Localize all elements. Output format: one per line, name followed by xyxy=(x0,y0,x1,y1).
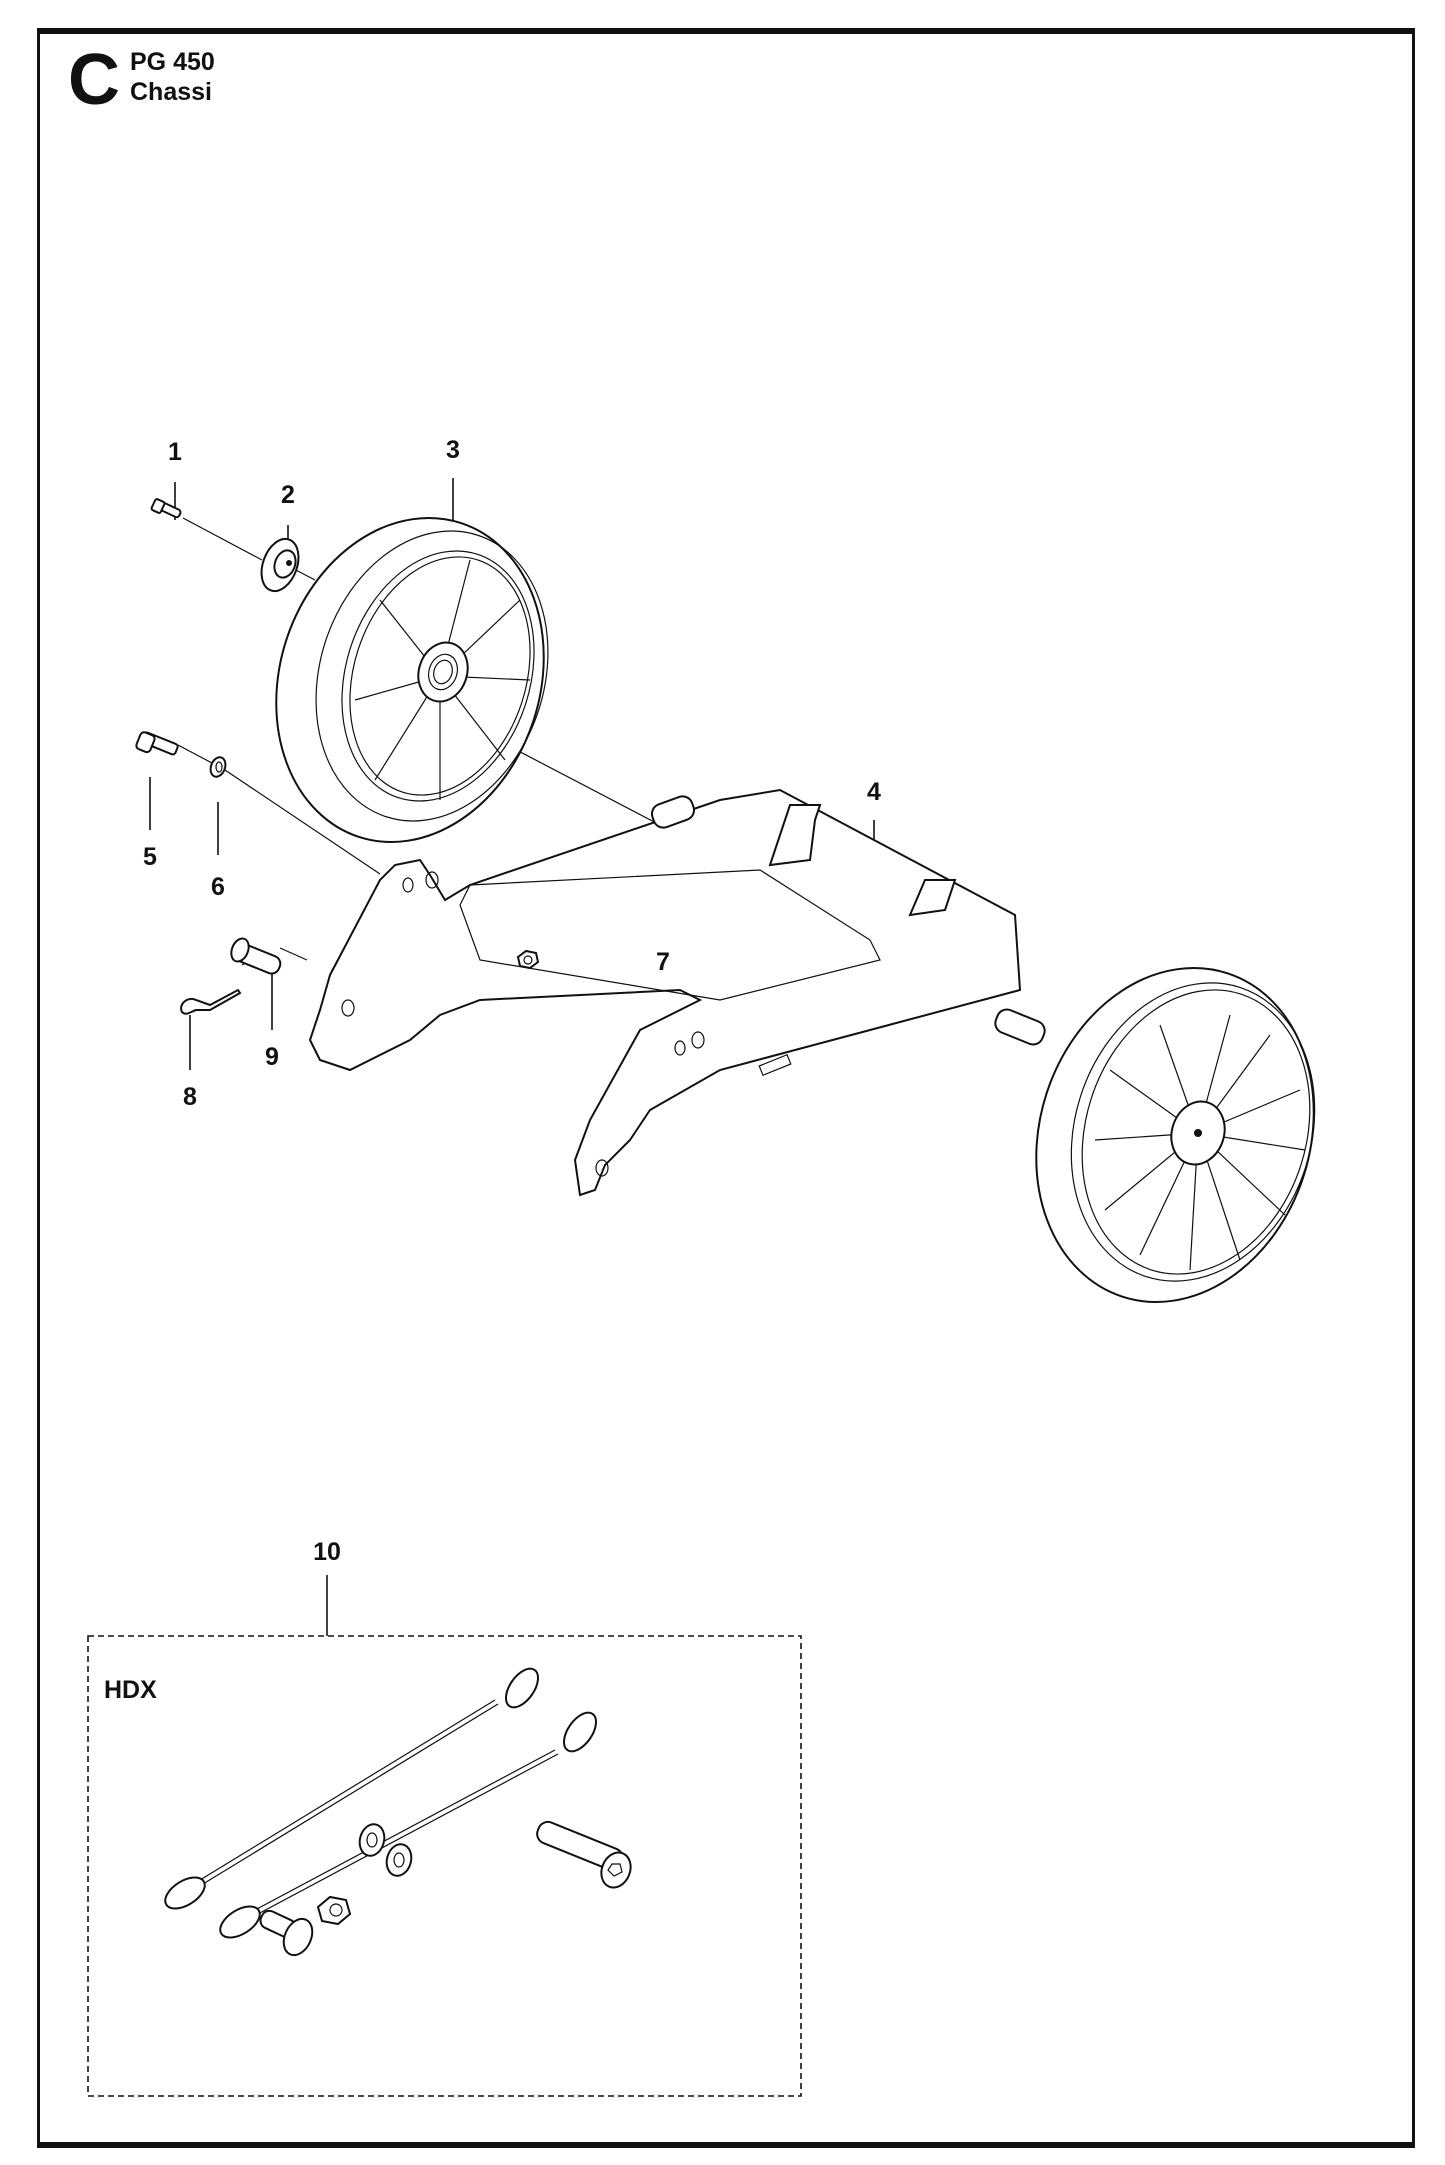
part-washer[interactable] xyxy=(208,755,228,779)
assembly-line-5-6 xyxy=(177,744,213,764)
kit-cable-1[interactable] xyxy=(160,1663,544,1915)
page-frame xyxy=(37,28,1415,2148)
callout-2: 2 xyxy=(281,481,295,509)
section-letter: C xyxy=(68,40,120,120)
kit-flange-screw[interactable] xyxy=(258,1908,318,1959)
callout-4: 4 xyxy=(867,778,881,806)
callout-9: 9 xyxy=(265,1043,279,1071)
callout-3: 3 xyxy=(446,436,460,464)
callout-labels: 1 2 3 4 5 6 7 8 9 10 xyxy=(143,436,881,1566)
part-wheel-left[interactable] xyxy=(235,483,584,877)
callout-5: 5 xyxy=(143,843,157,871)
page-title: Chassi xyxy=(130,78,212,106)
assembly-line-1-2 xyxy=(182,517,263,561)
part-wheel-right[interactable] xyxy=(994,932,1356,1339)
part-chassis-frame[interactable] xyxy=(308,788,1048,1197)
callout-6: 6 xyxy=(211,873,225,901)
part-washer-cap[interactable] xyxy=(255,534,305,596)
part-screw[interactable] xyxy=(150,498,182,519)
kit-washer-2[interactable] xyxy=(383,1841,414,1878)
callout-7: 7 xyxy=(656,948,670,976)
part-spring-pin[interactable] xyxy=(180,988,242,1015)
kit-dashed-border xyxy=(87,1635,802,2097)
assembly-line-9-4 xyxy=(279,947,308,961)
hdx-kit-box: HDX xyxy=(87,1635,802,2097)
part-clevis-pin[interactable] xyxy=(228,936,283,976)
kit-washer-1[interactable] xyxy=(356,1821,387,1858)
part-bolt[interactable] xyxy=(135,731,179,756)
kit-socket-screw[interactable] xyxy=(534,1819,636,1892)
kit-nut[interactable] xyxy=(316,1895,352,1926)
kit-cable-2[interactable] xyxy=(215,1707,602,1944)
assembly-line-6-4 xyxy=(224,769,381,875)
callout-10: 10 xyxy=(313,1538,341,1566)
model-name: PG 450 xyxy=(130,48,215,76)
part-nut[interactable] xyxy=(516,949,540,970)
kit-label: HDX xyxy=(104,1676,157,1704)
callout-8: 8 xyxy=(183,1083,197,1111)
callout-1: 1 xyxy=(168,438,182,466)
